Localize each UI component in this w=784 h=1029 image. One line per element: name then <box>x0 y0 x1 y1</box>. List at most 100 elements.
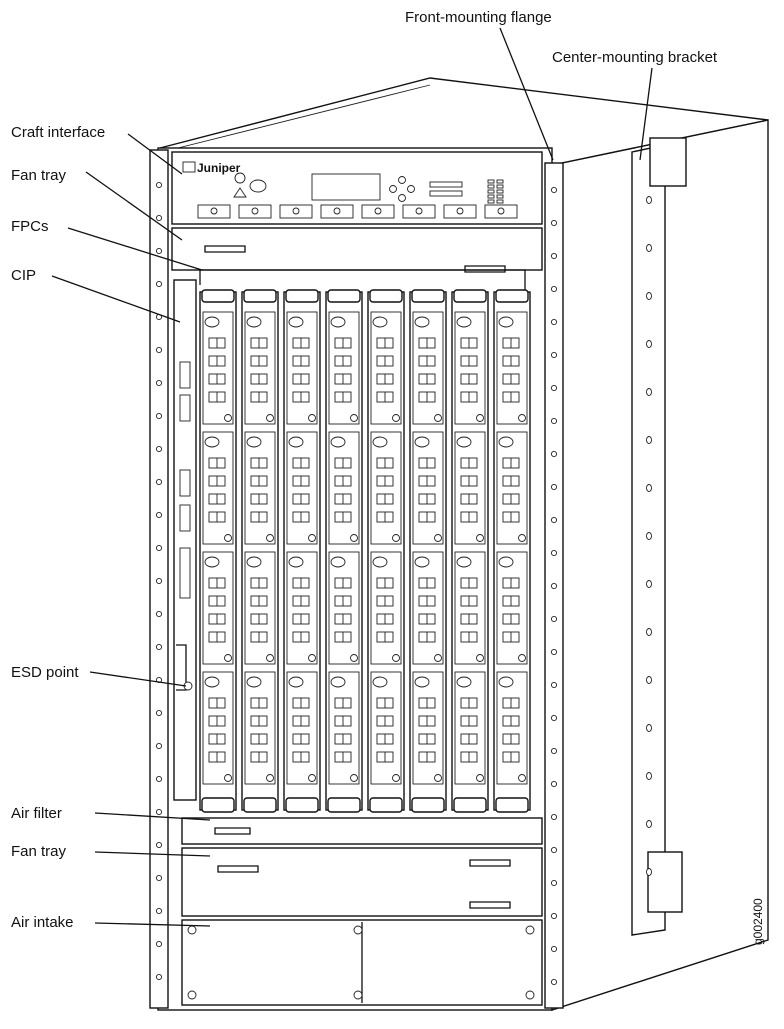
pic-screw <box>392 774 400 782</box>
fpc-top-ejector <box>201 289 235 303</box>
pic-latch <box>456 676 472 688</box>
flange-hole <box>155 874 163 882</box>
flange-hole <box>550 516 558 524</box>
pic-latch <box>498 316 514 328</box>
craft-led-cell <box>496 189 504 194</box>
flange-hole <box>550 417 558 425</box>
bracket-hole <box>646 580 652 588</box>
pic-screw <box>518 534 526 542</box>
pic-module <box>328 671 360 785</box>
pic-latch <box>204 556 220 568</box>
pic-module <box>244 551 276 665</box>
flange-hole <box>550 978 558 986</box>
pic-screw <box>518 414 526 422</box>
flange-hole <box>550 813 558 821</box>
pic-latch <box>372 556 388 568</box>
flange-hole <box>155 214 163 222</box>
pic-module <box>244 671 276 785</box>
fpc-slot <box>451 289 489 813</box>
craft-slot-led <box>292 207 300 215</box>
pic-screw <box>308 414 316 422</box>
pic-module <box>496 551 528 665</box>
bracket-hole <box>646 244 652 252</box>
pic-module <box>286 671 318 785</box>
pic-latch <box>456 556 472 568</box>
pic-screw <box>266 534 274 542</box>
fpc-bottom-ejector <box>411 797 445 813</box>
flange-hole <box>155 742 163 750</box>
pic-latch <box>288 556 304 568</box>
cip-port-5 <box>179 547 191 599</box>
flange-hole <box>155 247 163 255</box>
pic-screw <box>308 534 316 542</box>
lower-fan-tray <box>181 847 543 917</box>
label-front-mounting-flange: Front-mounting flange <box>405 9 552 26</box>
pic-module <box>370 551 402 665</box>
craft-slot-indicator <box>238 204 272 219</box>
pic-screw <box>350 654 358 662</box>
craft-slot-led <box>210 207 218 215</box>
fpc-bottom-ejector <box>201 797 235 813</box>
pic-module <box>370 311 402 425</box>
flange-hole <box>155 544 163 552</box>
craft-nav-right <box>407 185 415 193</box>
flange-hole <box>550 318 558 326</box>
pic-screw <box>224 654 232 662</box>
flange-hole <box>155 973 163 981</box>
fpc-card <box>367 291 405 811</box>
label-fan-tray-top: Fan tray <box>11 167 67 184</box>
bracket-hole <box>646 292 652 300</box>
bracket-hole <box>646 676 652 684</box>
pic-module <box>496 671 528 785</box>
flange-hole <box>550 384 558 392</box>
label-air-filter: Air filter <box>11 805 62 822</box>
fpc-top-ejector <box>285 289 319 303</box>
pic-screw <box>476 414 484 422</box>
lower-fan-tray-handle-left <box>217 865 259 873</box>
craft-alarm-2 <box>429 190 463 197</box>
fpc-card <box>325 291 363 811</box>
cip-port-4 <box>179 504 191 532</box>
pic-module <box>244 311 276 425</box>
pic-latch <box>288 436 304 448</box>
craft-led-matrix <box>487 179 504 204</box>
label-center-mounting-bracket: Center-mounting bracket <box>552 49 718 66</box>
pic-module <box>370 431 402 545</box>
air-intake-screw <box>187 925 197 935</box>
flange-hole <box>155 412 163 420</box>
pic-module <box>202 551 234 665</box>
pic-latch <box>414 556 430 568</box>
pic-module <box>496 431 528 545</box>
pic-latch <box>372 436 388 448</box>
flange-hole <box>550 285 558 293</box>
pic-module <box>496 311 528 425</box>
fpc-card <box>493 291 531 811</box>
fpc-bottom-ejector <box>369 797 403 813</box>
air-filter-handle <box>214 827 251 835</box>
craft-slot-indicator <box>402 204 436 219</box>
leader-cip <box>51 275 181 323</box>
cip-module <box>173 279 197 801</box>
air-intake-screw <box>353 925 363 935</box>
pic-module <box>412 431 444 545</box>
pic-module <box>202 311 234 425</box>
pic-module <box>454 431 486 545</box>
craft-slot-led <box>415 207 423 215</box>
pic-latch <box>456 436 472 448</box>
bracket-hole <box>646 868 652 876</box>
label-fan-tray-bottom: Fan tray <box>11 843 67 860</box>
pic-latch <box>246 556 262 568</box>
fpc-slot <box>283 289 321 813</box>
pic-screw <box>224 414 232 422</box>
flange-hole <box>550 846 558 854</box>
leader-air-intake <box>94 922 211 927</box>
craft-slot-led <box>333 207 341 215</box>
center-mounting-bracket <box>631 144 666 936</box>
fpc-card <box>241 291 279 811</box>
flange-hole <box>155 940 163 948</box>
leader-fan-tray-top <box>85 171 183 241</box>
pic-screw <box>392 654 400 662</box>
pic-latch <box>456 316 472 328</box>
fpc-bottom-ejector <box>243 797 277 813</box>
pic-module <box>454 551 486 665</box>
